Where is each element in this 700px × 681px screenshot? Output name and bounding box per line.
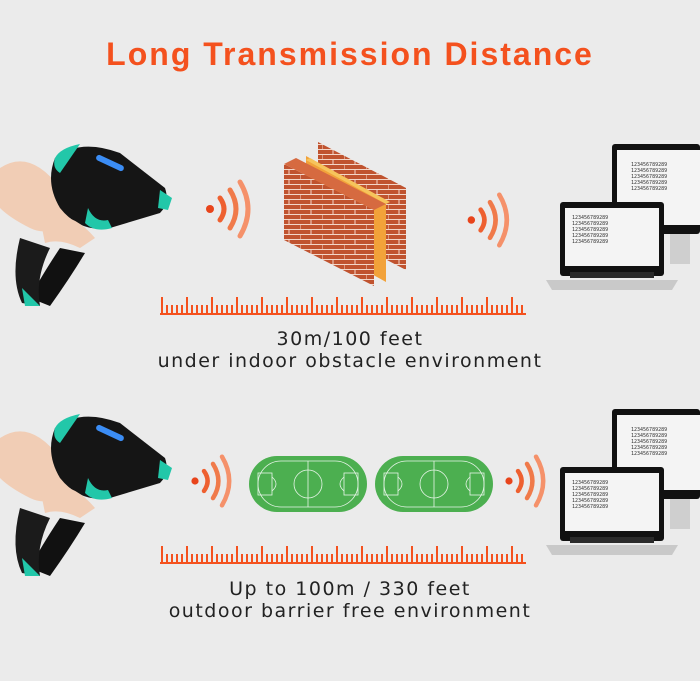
svg-text:123456789289: 123456789289 xyxy=(631,174,667,180)
laptop-and-monitor-icon: 123456789289 123456789289 123456789289 1… xyxy=(546,144,700,290)
screen-text: 123456789289 xyxy=(631,162,667,168)
svg-text:123456789289: 123456789289 xyxy=(631,439,667,445)
barcode-scanner-icon xyxy=(0,144,172,306)
wifi-signal-icon xyxy=(467,192,510,248)
svg-text:123456789289: 123456789289 xyxy=(572,239,608,245)
laptop-and-monitor-icon: 123456789289 123456789289 123456789289 1… xyxy=(546,409,700,555)
football-field-icon xyxy=(375,456,493,512)
distance-ruler xyxy=(160,546,526,564)
svg-text:123456789289: 123456789289 xyxy=(572,492,608,498)
svg-text:123456789289: 123456789289 xyxy=(572,498,608,504)
wifi-signal-icon xyxy=(505,454,546,508)
distance-label: 30m/100 feet xyxy=(276,328,424,350)
wifi-signal-icon xyxy=(191,454,232,508)
wifi-signal-icon xyxy=(206,179,251,239)
football-field-icon xyxy=(249,456,367,512)
svg-text:123456789289: 123456789289 xyxy=(631,445,667,451)
svg-text:123456789289: 123456789289 xyxy=(631,427,667,433)
barcode-scanner-icon xyxy=(0,414,172,576)
svg-text:123456789289: 123456789289 xyxy=(572,480,608,486)
svg-text:123456789289: 123456789289 xyxy=(631,433,667,439)
environment-label: under indoor obstacle environment xyxy=(157,350,543,372)
svg-text:123456789289: 123456789289 xyxy=(631,180,667,186)
distance-label: Up to 100m / 330 feet xyxy=(229,578,471,600)
svg-text:123456789289: 123456789289 xyxy=(572,215,608,221)
svg-text:123456789289: 123456789289 xyxy=(572,227,608,233)
svg-text:123456789289: 123456789289 xyxy=(572,233,608,239)
svg-text:123456789289: 123456789289 xyxy=(631,168,667,174)
page-title: Long Transmission Distance xyxy=(106,36,594,72)
svg-text:123456789289: 123456789289 xyxy=(572,486,608,492)
svg-text:123456789289: 123456789289 xyxy=(572,221,608,227)
svg-text:123456789289: 123456789289 xyxy=(572,504,608,510)
distance-ruler xyxy=(160,297,526,315)
svg-text:123456789289: 123456789289 xyxy=(631,451,667,457)
brick-wall-icon xyxy=(284,142,406,286)
svg-text:123456789289: 123456789289 xyxy=(631,186,667,192)
environment-label: outdoor barrier free environment xyxy=(168,600,532,622)
